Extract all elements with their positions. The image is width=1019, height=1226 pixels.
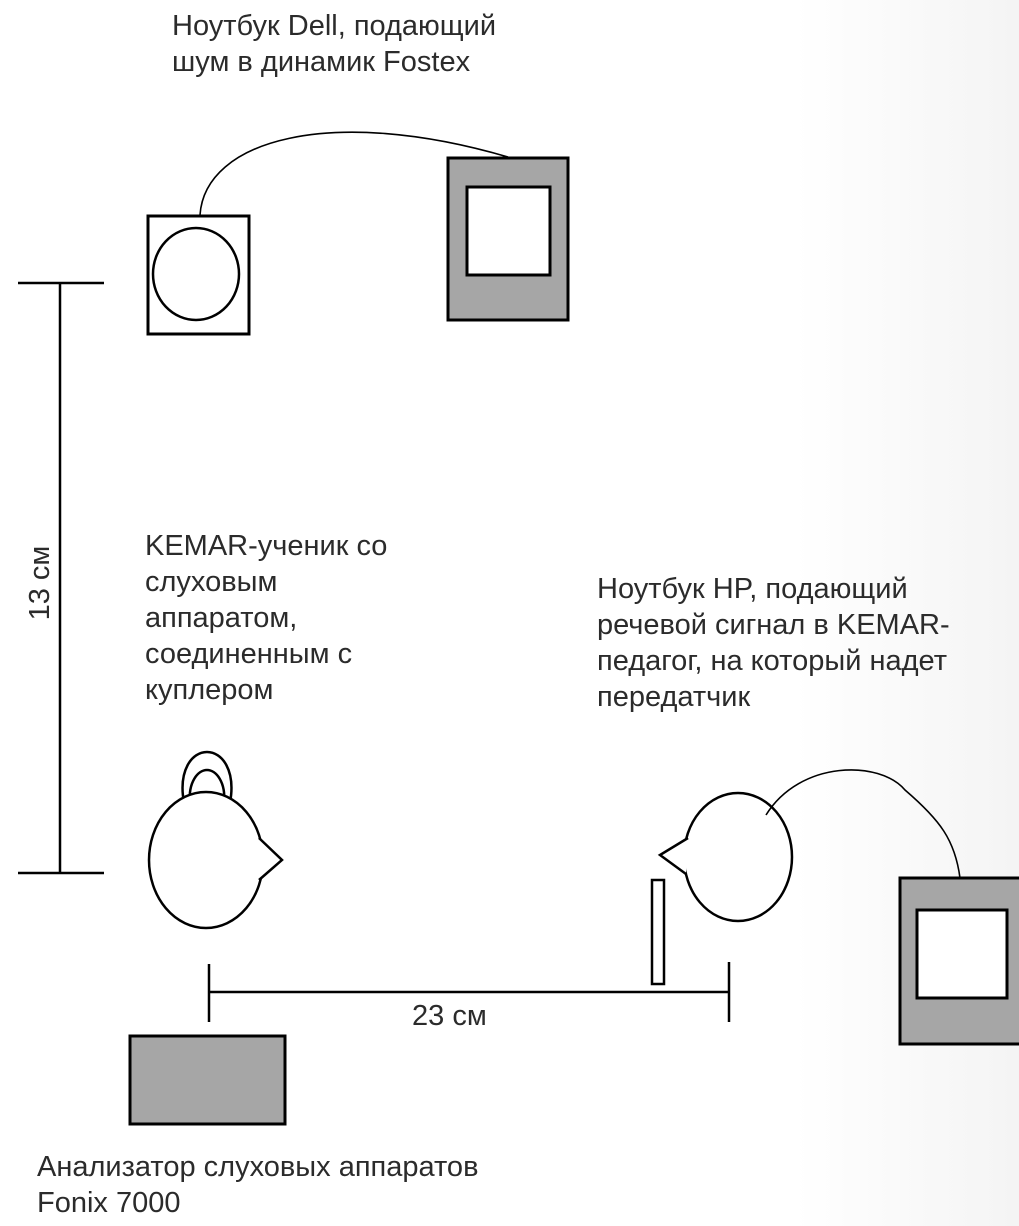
vertical-dimension	[18, 281, 104, 875]
dell-laptop-label: Ноутбук Dell, подающий шум в динамик Fos…	[172, 10, 497, 78]
horizontal-dimension	[207, 962, 731, 1022]
hp-laptop	[898, 876, 1019, 1046]
dell-laptop	[446, 156, 570, 322]
hp-laptop-label: Ноутбук HP, подающий речевой сигнал в KE…	[597, 573, 950, 713]
fonix-analyzer	[128, 1034, 287, 1126]
cable-hp-to-teacher	[765, 769, 961, 879]
kemar-teacher-head	[650, 791, 794, 986]
fostex-speaker	[146, 214, 251, 336]
cable-dell-to-speaker	[199, 131, 509, 216]
kemar-student-label: KEMAR-ученик со слуховым аппаратом, соед…	[145, 530, 388, 706]
horizontal-dimension-label: 23 см	[412, 1000, 487, 1032]
vertical-dimension-label: 13 см	[24, 545, 56, 621]
kemar-student-head	[147, 750, 284, 930]
analyzer-label: Анализатор слуховых аппаратов Fonix 7000	[37, 1151, 479, 1219]
transmitter	[650, 878, 666, 986]
